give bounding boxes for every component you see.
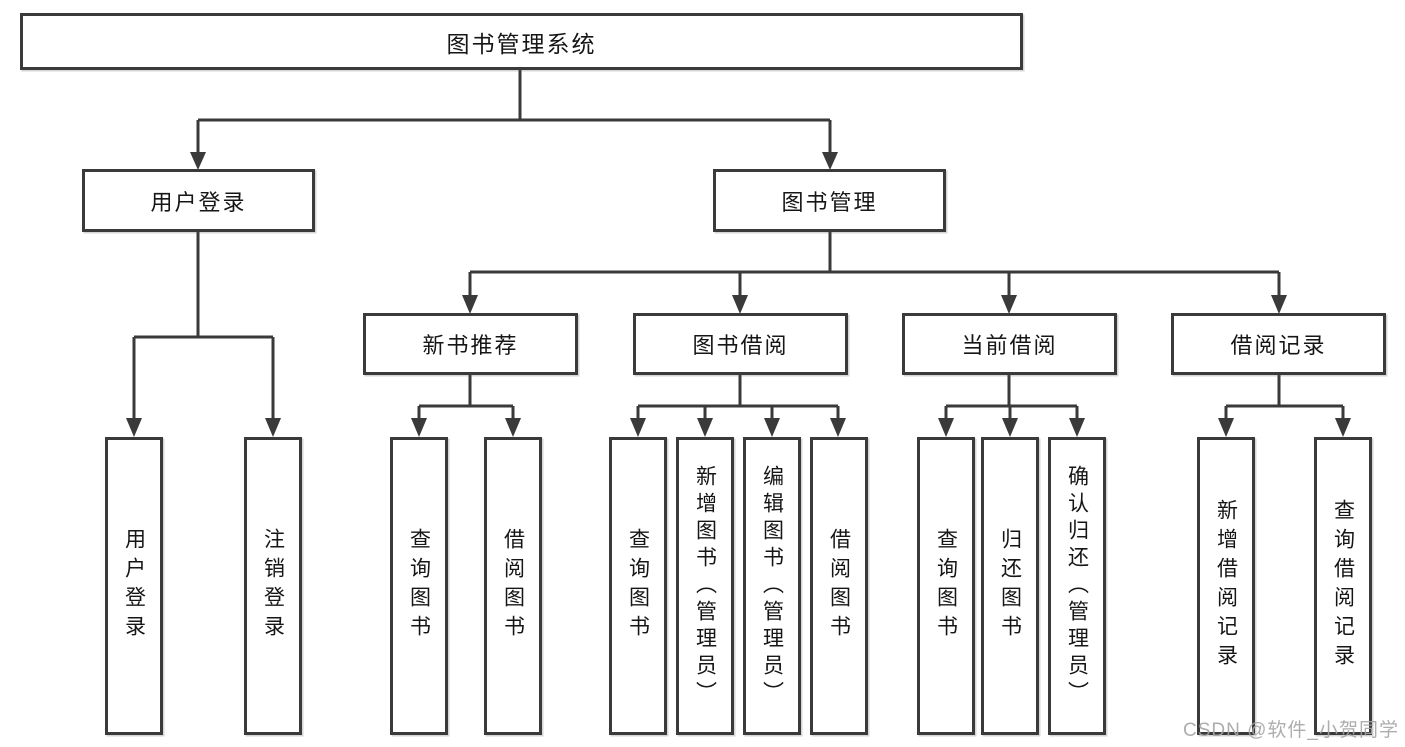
node-label: 图书管理 <box>781 189 878 215</box>
leaf-add-book-admin: 新增图书（管理员） <box>676 437 734 735</box>
node-current-borrow: 当前借阅 <box>902 313 1117 375</box>
leaf-logout: 注销登录 <box>244 437 302 735</box>
node-label: 新增图书（管理员） <box>693 464 717 708</box>
leaf-edit-book-admin: 编辑图书（管理员） <box>743 437 801 735</box>
node-label: 借阅图书 <box>827 528 851 644</box>
leaf-confirm-return-admin: 确认归还（管理员） <box>1048 437 1106 735</box>
node-label: 用户登录 <box>122 528 146 644</box>
node-label: 新增借阅记录 <box>1214 499 1238 673</box>
arrow-down-icon <box>830 418 846 437</box>
leaf-query-books-borrow: 查询图书 <box>609 437 667 735</box>
leaf-user-login: 用户登录 <box>105 437 163 735</box>
node-borrow-records: 借阅记录 <box>1171 313 1386 375</box>
arrow-down-icon <box>505 418 521 437</box>
leaf-return-book: 归还图书 <box>981 437 1039 735</box>
node-label: 图书管理系统 <box>446 30 597 57</box>
leaf-add-borrow-record: 新增借阅记录 <box>1197 437 1255 735</box>
node-book-management-branch: 图书管理 <box>713 169 946 232</box>
arrow-down-icon <box>764 418 780 437</box>
arrow-down-icon <box>462 295 478 314</box>
node-label: 新书推荐 <box>422 333 519 358</box>
node-user-login-branch: 用户登录 <box>82 169 315 232</box>
arrow-down-icon <box>938 418 954 437</box>
arrow-down-icon <box>1001 295 1017 314</box>
node-label: 编辑图书（管理员） <box>760 464 784 708</box>
arrow-down-icon <box>1002 418 1018 437</box>
node-new-book-recommend: 新书推荐 <box>363 313 578 375</box>
node-label: 借阅图书 <box>501 528 525 644</box>
node-label: 注销登录 <box>261 528 285 644</box>
node-book-borrow: 图书借阅 <box>633 313 848 375</box>
arrow-down-icon <box>1218 418 1234 437</box>
csdn-watermark: CSDN @软件_小贺同学 <box>1183 720 1399 741</box>
arrow-down-icon <box>411 418 427 437</box>
node-label: 查询图书 <box>626 528 650 644</box>
node-label: 当前借阅 <box>961 333 1058 358</box>
leaf-query-books-current: 查询图书 <box>917 437 975 735</box>
arrow-down-icon <box>732 295 748 314</box>
leaf-borrow-books-recommend: 借阅图书 <box>484 437 542 735</box>
arrow-down-icon <box>630 418 646 437</box>
node-label: 归还图书 <box>998 528 1022 644</box>
arrow-down-icon <box>1335 418 1351 437</box>
node-label: 用户登录 <box>150 189 247 215</box>
node-label: 查询图书 <box>934 528 958 644</box>
arrow-down-icon <box>126 418 142 437</box>
node-label: 查询借阅记录 <box>1331 499 1355 673</box>
node-label: 借阅记录 <box>1230 333 1327 358</box>
leaf-borrow-books-borrow: 借阅图书 <box>810 437 868 735</box>
node-label: 确认归还（管理员） <box>1065 464 1089 708</box>
node-label: 查询图书 <box>407 528 431 644</box>
node-label: 图书借阅 <box>692 333 789 358</box>
arrow-down-icon <box>265 418 281 437</box>
arrow-down-icon <box>1271 295 1287 314</box>
node-root-system: 图书管理系统 <box>20 13 1023 70</box>
leaf-query-books-recommend: 查询图书 <box>390 437 448 735</box>
arrow-down-icon <box>697 418 713 437</box>
leaf-query-borrow-record: 查询借阅记录 <box>1314 437 1372 735</box>
arrow-down-icon <box>190 152 206 170</box>
arrow-down-icon <box>822 152 838 170</box>
arrow-down-icon <box>1069 418 1085 437</box>
